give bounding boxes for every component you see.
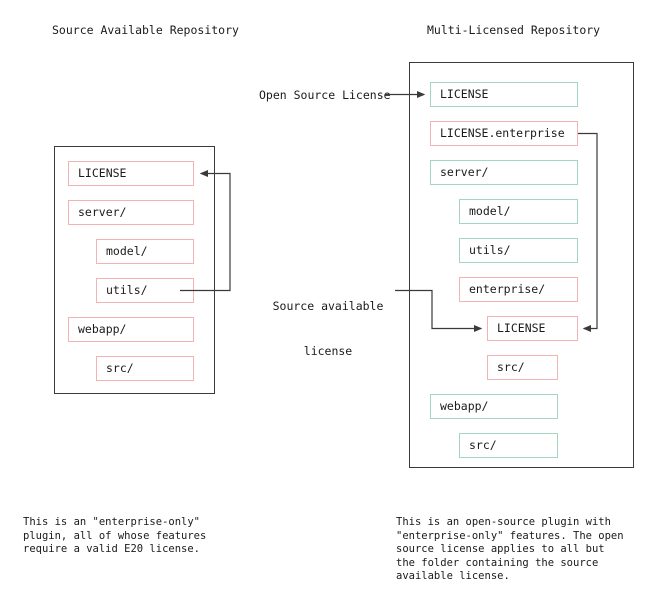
right-node-webapp-src[interactable]: src/ xyxy=(459,433,558,458)
right-node-model[interactable]: model/ xyxy=(459,199,578,224)
annotation-open-source-license: Open Source License xyxy=(259,88,391,102)
right-repository-outline xyxy=(409,62,634,468)
annotation-source-available-license: Source available license xyxy=(268,269,388,389)
right-node-license-enterprise[interactable]: LICENSE.enterprise xyxy=(430,121,578,146)
annotation-source-available-line2: license xyxy=(303,344,353,358)
left-node-webapp[interactable]: webapp/ xyxy=(68,317,194,342)
right-node-utils[interactable]: utils/ xyxy=(459,238,578,263)
left-repository-title: Source Available Repository xyxy=(52,23,239,37)
right-node-webapp[interactable]: webapp/ xyxy=(430,394,558,419)
left-node-model[interactable]: model/ xyxy=(96,239,194,264)
right-node-license[interactable]: LICENSE xyxy=(430,82,578,107)
left-node-utils[interactable]: utils/ xyxy=(96,278,194,303)
right-repository-title: Multi-Licensed Repository xyxy=(427,23,601,37)
right-node-enterprise-license[interactable]: LICENSE xyxy=(487,316,578,341)
left-node-license[interactable]: LICENSE xyxy=(68,161,194,186)
left-repository-caption: This is an "enterprise-only" plugin, all… xyxy=(23,516,207,555)
left-node-src[interactable]: src/ xyxy=(96,356,194,381)
right-node-server[interactable]: server/ xyxy=(430,160,578,185)
left-node-server[interactable]: server/ xyxy=(68,200,194,225)
right-node-enterprise-src[interactable]: src/ xyxy=(487,355,558,380)
right-node-enterprise[interactable]: enterprise/ xyxy=(459,277,578,302)
annotation-source-available-line1: Source available xyxy=(272,299,384,313)
right-repository-caption: This is an open-source plugin with "ente… xyxy=(396,516,624,582)
